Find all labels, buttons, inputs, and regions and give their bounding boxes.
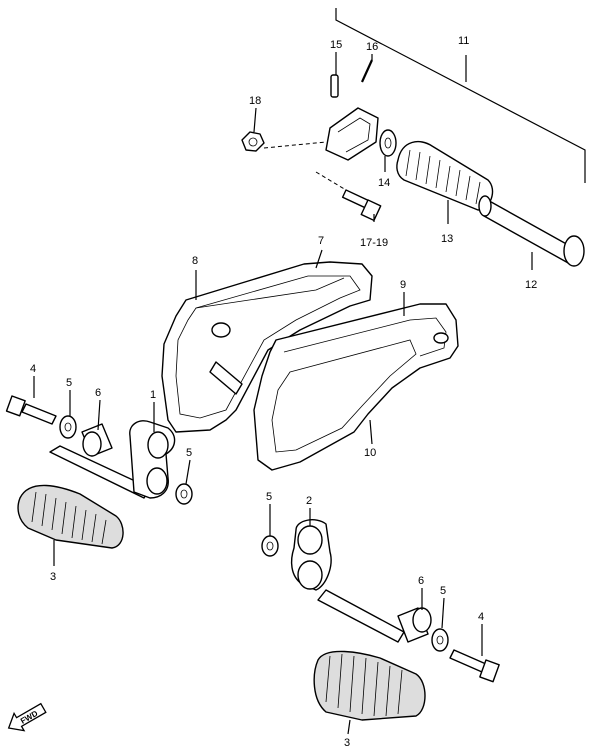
- part-2-footrest-right: [290, 519, 405, 643]
- part-5-washer-left: [59, 415, 77, 439]
- callout-15: 15: [330, 39, 342, 51]
- callout-4-right: 4: [478, 611, 484, 623]
- callout-14: 14: [378, 177, 390, 189]
- part-5-washer-right-inner: [261, 535, 279, 557]
- callout-5-left-inner: 5: [186, 447, 192, 459]
- callout-8: 8: [192, 255, 198, 267]
- part-5-washer-left-inner: [175, 483, 193, 505]
- callout-12: 12: [525, 279, 537, 291]
- part-1-footrest-left: [49, 420, 176, 499]
- callout-4-left: 4: [30, 363, 36, 375]
- callout-3-left: 3: [50, 571, 56, 583]
- callout-5-right: 5: [440, 585, 446, 597]
- callout-18: 18: [249, 95, 261, 107]
- callout-5-right-inner: 5: [266, 491, 272, 503]
- part-4-bolt-left: [5, 395, 57, 425]
- part-6-collar-left: [81, 423, 113, 457]
- callout-13: 13: [441, 233, 453, 245]
- callout-3-right: 3: [344, 737, 350, 749]
- callout-11: 11: [458, 35, 469, 47]
- part-16-cotter-pin: [360, 59, 374, 83]
- part-3-rubber-right: [313, 650, 426, 721]
- callout-10: 10: [364, 447, 376, 459]
- callout-7: 7: [318, 235, 324, 247]
- part-12-footrest: [478, 195, 585, 267]
- callout-5-left: 5: [66, 377, 72, 389]
- callout-2: 2: [306, 495, 312, 507]
- right-footrest-assembly: [261, 519, 500, 721]
- passenger-footrest-assembly: [241, 8, 586, 267]
- footrest-bracket-left: [161, 261, 373, 433]
- callout-1: 1: [150, 389, 156, 401]
- leader-lines: [33, 52, 533, 735]
- fwd-arrow-icon: FWD: [7, 702, 47, 732]
- part-14-washer: [379, 129, 397, 172]
- callout-labels: 15 16 11 18 14 17-19 13 12 7 8 9 10 4 5 …: [30, 35, 537, 749]
- left-footrest-assembly: [5, 395, 193, 549]
- callout-6-right: 6: [418, 575, 424, 587]
- part-13-footrest-rubber: [396, 140, 494, 211]
- part-15-pin: [330, 60, 339, 98]
- part-5-washer-right: [431, 628, 449, 652]
- part-footrest-holder: [325, 107, 379, 161]
- part-3-rubber-left: [17, 484, 124, 549]
- part-18-nut: [241, 131, 327, 152]
- footrest-bracket-right: [253, 303, 459, 471]
- part-4-bolt-right: [449, 649, 500, 683]
- part-17-19-bolt: [315, 171, 382, 222]
- callout-6-left: 6: [95, 387, 101, 399]
- callout-16: 16: [366, 41, 378, 53]
- callout-17-19: 17-19: [360, 237, 388, 249]
- callout-9: 9: [400, 279, 406, 291]
- part-6-collar-right: [397, 607, 432, 643]
